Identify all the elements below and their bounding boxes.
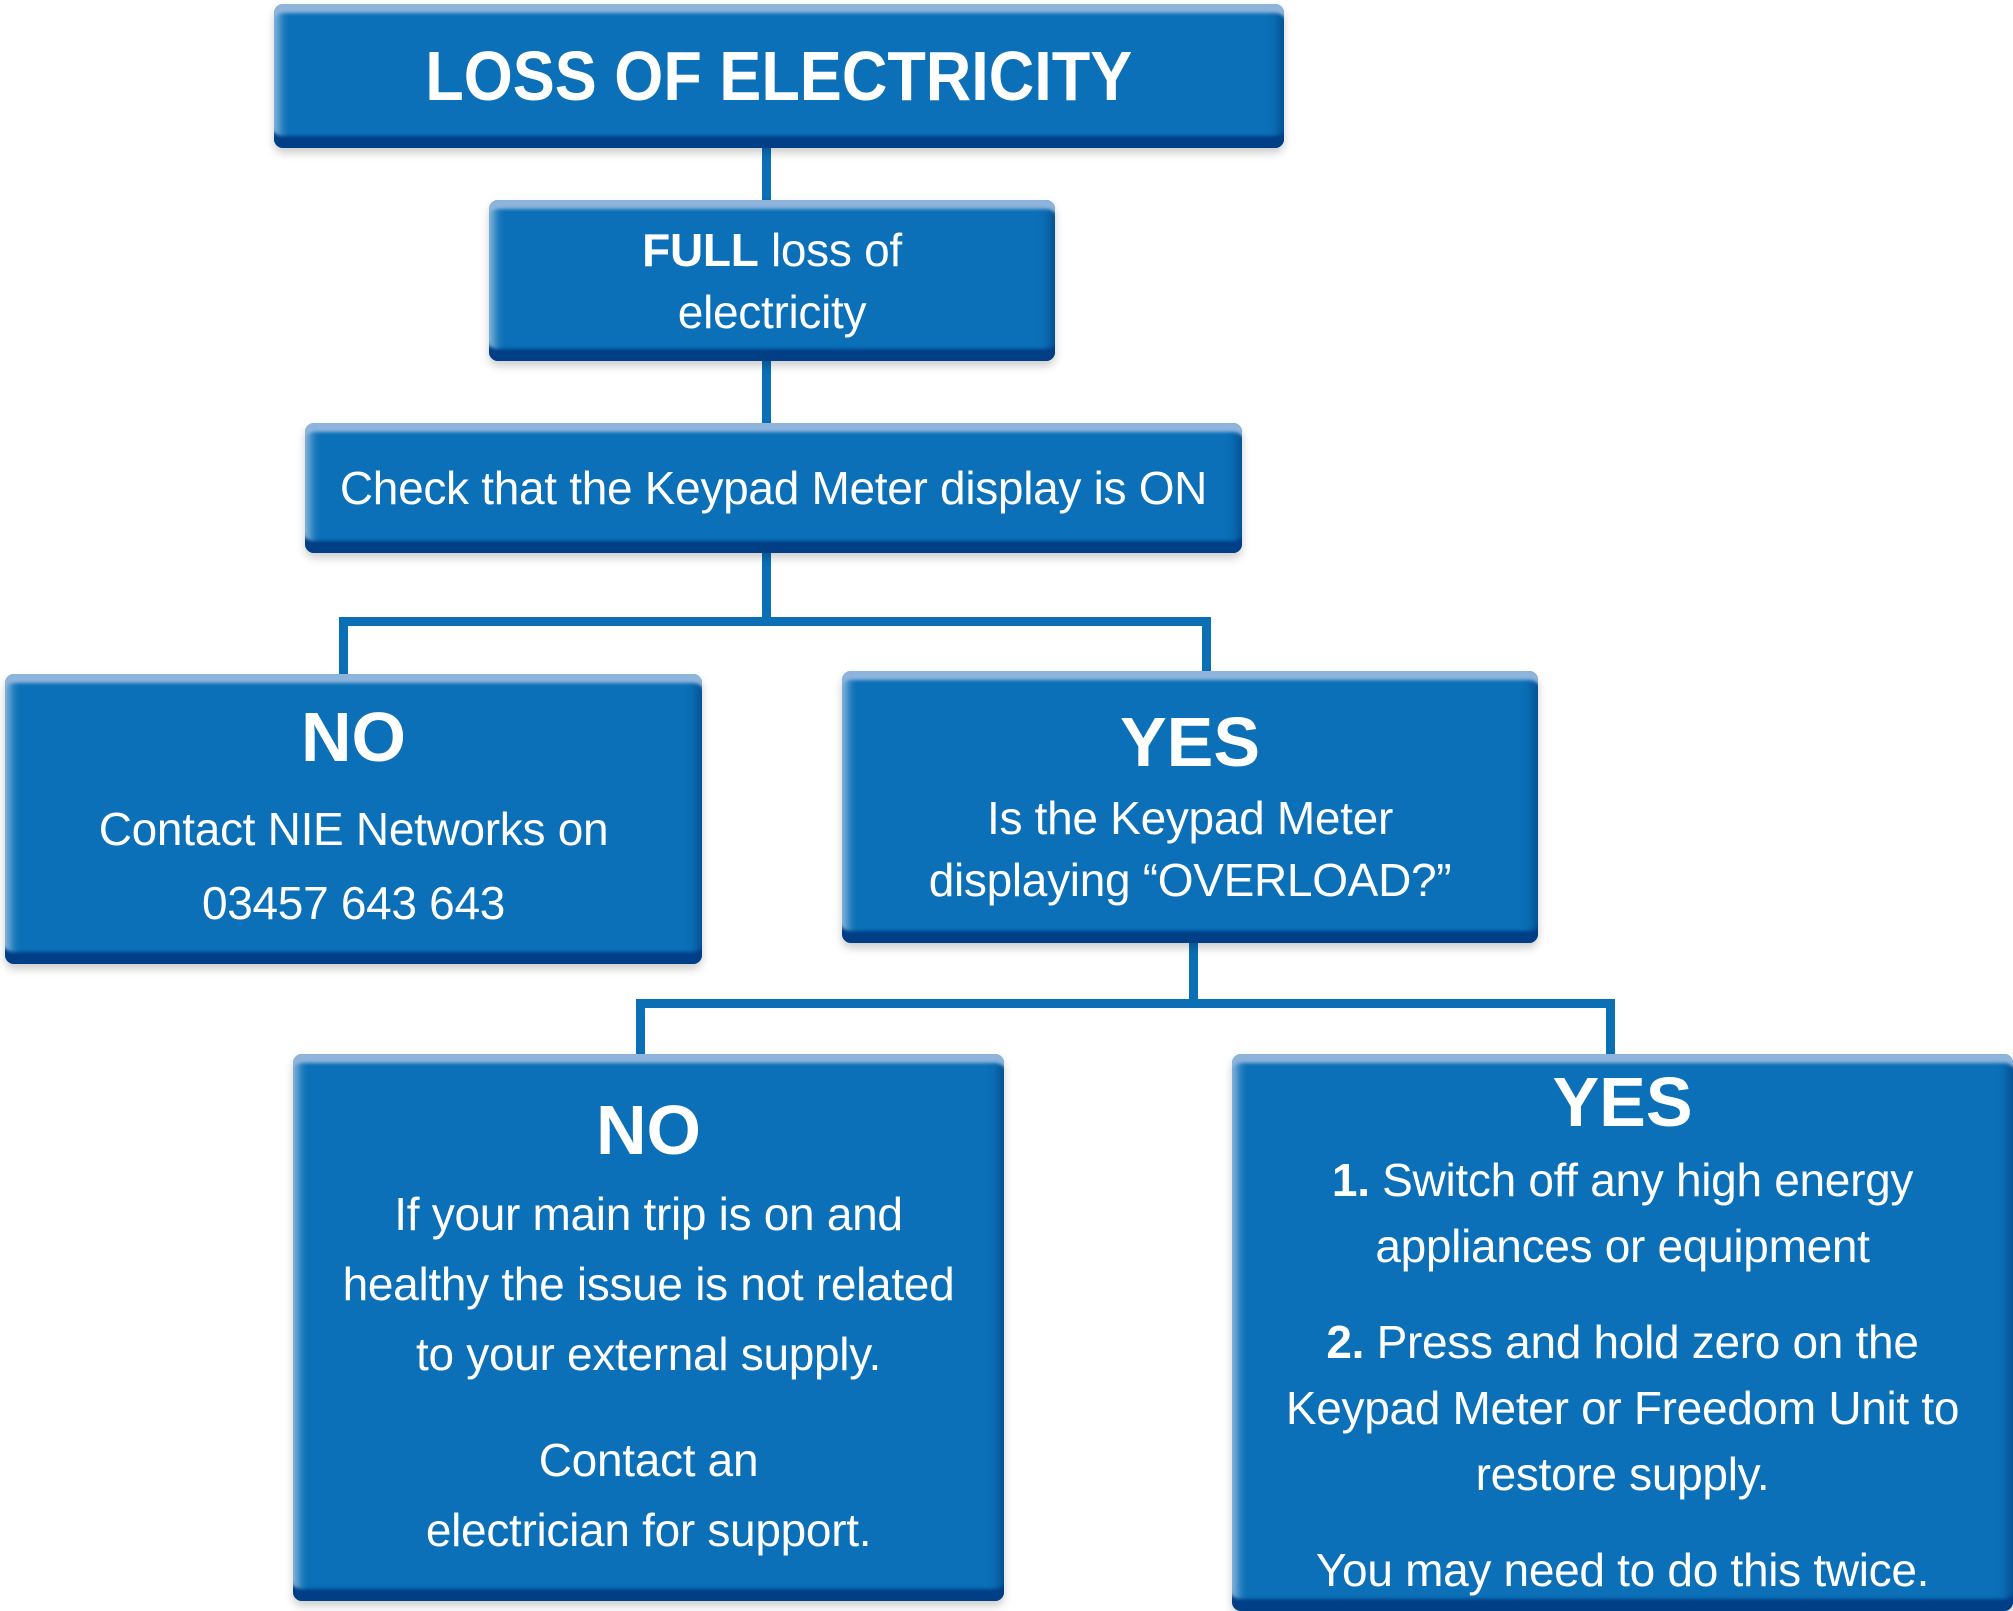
step-2-text: 2. Press and hold zero on the Keypad Met… xyxy=(1285,1309,1960,1507)
title-box: LOSS OF ELECTRICITY xyxy=(274,4,1284,148)
check-display-box: Check that the Keypad Meter display is O… xyxy=(305,423,1242,553)
step-2-number: 2. xyxy=(1326,1315,1365,1368)
connector-branch2-drop-no xyxy=(636,1008,645,1054)
connector-full-to-check xyxy=(762,361,771,423)
main-trip-text: If your main trip is on and healthy the … xyxy=(342,1187,955,1380)
step-1-number: 1. xyxy=(1331,1153,1370,1206)
no-heading: NO xyxy=(301,698,406,776)
branch-no-electrician-box: NO If your main trip is on and healthy t… xyxy=(293,1054,1004,1601)
overload-question-text: Is the Keypad Meter displaying “OVERLOAD… xyxy=(928,792,1452,906)
connector-yes-to-branch2 xyxy=(1189,943,1198,999)
step-2-body: Press and hold zero on the Keypad Meter … xyxy=(1285,1315,1960,1500)
full-loss-rest: loss of electricity xyxy=(677,223,902,338)
yes-heading: YES xyxy=(1119,703,1261,781)
contact-nie-text: Contact NIE Networks on 03457 643 643 xyxy=(98,803,609,929)
connector-branch2-horizontal xyxy=(636,999,1615,1008)
full-loss-text: FULL loss of electricity xyxy=(642,219,902,343)
step-1-text: 1. Switch off any high energy appliances… xyxy=(1332,1147,1913,1279)
connector-check-to-branch xyxy=(762,553,771,617)
branch-yes-restore-supply-box: YES 1. Switch off any high energy applia… xyxy=(1232,1054,2013,1611)
branch-yes-overload-question-box: YES Is the Keypad Meter displaying “OVER… xyxy=(842,671,1538,943)
connector-branch1-horizontal xyxy=(339,617,1211,626)
connector-title-to-full xyxy=(762,148,771,200)
full-loss-box: FULL loss of electricity xyxy=(489,200,1055,361)
connector-branch2-drop-yes xyxy=(1606,1008,1615,1054)
branch-no-contact-nie-box: NO Contact NIE Networks on 03457 643 643 xyxy=(5,674,702,964)
step-1-body: Switch off any high energy appliances or… xyxy=(1375,1153,1914,1272)
contact-electrician-text: Contact an electrician for support. xyxy=(425,1433,872,1556)
connector-branch1-drop-yes xyxy=(1202,626,1211,671)
full-loss-bold: FULL xyxy=(642,223,759,276)
yes-heading: YES xyxy=(1552,1062,1693,1141)
connector-branch1-drop-no xyxy=(339,626,348,674)
twice-note-text: You may need to do this twice. xyxy=(1315,1543,1930,1596)
diagram-title: LOSS OF ELECTRICITY xyxy=(425,37,1133,115)
no-heading: NO xyxy=(596,1090,701,1169)
check-display-text: Check that the Keypad Meter display is O… xyxy=(339,462,1208,514)
